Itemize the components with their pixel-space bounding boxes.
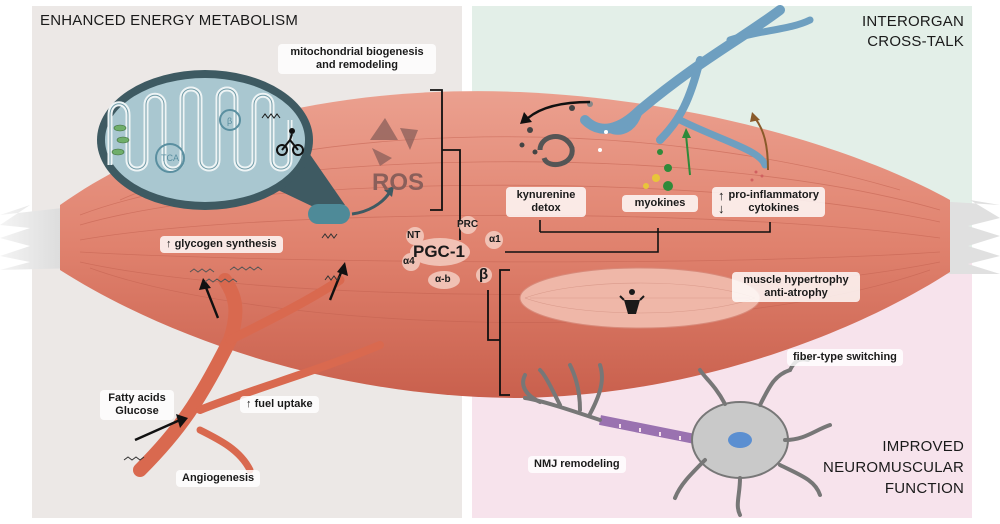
tca-cycle [155, 143, 185, 173]
kynurenine-cycle-arrow [537, 134, 575, 168]
isoform-alpha-b: α-b [435, 274, 451, 285]
fuel-uptake-label: ↑ fuel uptake [240, 396, 319, 413]
mitochondrion-cristae-outline [109, 88, 291, 170]
isoform-alpha1: α1 [489, 234, 501, 245]
beta-oxidation-cycle [219, 109, 241, 131]
up-arrow-icon: ↑ [166, 238, 172, 250]
hypertrophy-label: muscle hypertrophy anti-atrophy [732, 272, 860, 302]
mito-biogenesis-line2: and remodeling [316, 59, 398, 71]
glycogen-chains [189, 266, 263, 283]
pgc-bubbles [402, 216, 503, 289]
exercise-bike-icon [276, 128, 304, 156]
arrow-fuel-uptake-head [176, 414, 188, 428]
isoform-alpha4: α4 [403, 256, 415, 267]
quadrant-title-top-left: ENHANCED ENERGY METABOLISM [40, 12, 299, 29]
arrow-mito-to-ros-head [384, 186, 394, 197]
arrow-fuel-uptake [134, 418, 181, 442]
fiber-type-switching-label: fiber-type switching [787, 349, 903, 366]
ros-label: ROS [372, 169, 424, 196]
bracket-upper [430, 89, 461, 240]
arrow-cytokines [754, 117, 769, 171]
beta-oxidation-label: β [227, 116, 232, 126]
fuel-uptake-text: fuel uptake [254, 398, 313, 410]
mito-membrane-proteins [111, 124, 130, 156]
quadrant-title-bottom-right-line1: IMPROVED [882, 438, 964, 455]
blue-vessel [580, 5, 814, 169]
kynurenine-detox-label: kynurenine detox [506, 187, 586, 217]
quadrant-title-bottom-right-line2: NEUROMUSCULAR [823, 459, 964, 476]
arrow-kynurenine [527, 100, 591, 119]
cytokines-label: ↑↓ pro-inflammatory cytokines [712, 187, 825, 217]
cytokines-line1: pro-inflammatory [728, 189, 819, 201]
mitochondrion-inner [105, 78, 305, 202]
arrow-mito-to-ros [351, 191, 392, 216]
arrow-cytokines-head [750, 112, 760, 122]
angiogenesis-label: Angiogenesis [176, 470, 261, 487]
fatty-acid-chain [261, 113, 281, 119]
kynurenine-text: kynurenine [516, 189, 576, 201]
quadrant-title-top-right: INTERORGAN CROSS-TALK [862, 12, 964, 52]
tca-label: TCA [161, 153, 179, 163]
axon [599, 415, 701, 445]
neuron-dendrites [673, 357, 832, 517]
bracket-lower [487, 269, 510, 396]
isoform-prc: PRC [457, 219, 479, 230]
isoform-nt: NT [407, 230, 421, 241]
red-vessel [133, 273, 384, 477]
hypertrophy-fiber-lines [524, 282, 756, 314]
nmj-remodeling-label: NMJ remodeling [528, 456, 626, 473]
arrow-glycogen-head [199, 278, 211, 290]
fatty-acids-glucose-label: Fatty acids Glucose [100, 390, 174, 420]
weightlifter-icon [619, 289, 645, 314]
hypertrophy-line1: muscle hypertrophy [743, 274, 849, 286]
mito-biogenesis-label: mitochondrial biogenesis and remodeling [278, 44, 436, 74]
myokines-label: myokines [622, 195, 698, 212]
arrow-fatty-acid-up [328, 269, 344, 301]
arrow-glycogen [203, 284, 220, 319]
connector-to-crosstalk [505, 220, 771, 253]
fatty-acids-text: Fatty acids [108, 392, 166, 404]
cytokines-text: pro-inflammatory cytokines [729, 189, 819, 215]
isoform-beta: β [479, 266, 489, 283]
nmj-terminals [521, 363, 604, 422]
glycogen-synthesis-label: ↑ glycogen synthesis [160, 236, 283, 253]
axon-segments [619, 424, 681, 440]
recycle-icon [370, 118, 418, 166]
pgc1-label: PGC-1 [413, 242, 465, 261]
arrow-myokines [685, 134, 691, 176]
up-arrow-icon: ↑ [246, 398, 252, 410]
mito-small [308, 204, 350, 224]
glycogen-synthesis-text: glycogen synthesis [174, 238, 277, 250]
arrow-fatty-acid-up-head [337, 262, 348, 276]
glucose-text: Glucose [115, 405, 159, 417]
detox-text: detox [531, 202, 561, 214]
arrow-myokines-head [682, 128, 691, 138]
up-down-arrow-icon: ↑↓ [718, 188, 725, 216]
arrow-kynurenine-head [520, 112, 532, 124]
quadrant-title-bottom-right: IMPROVED NEUROMUSCULAR FUNCTION [823, 436, 964, 499]
neuron-nucleus [728, 432, 752, 448]
hypertrophy-line2: anti-atrophy [764, 287, 828, 299]
quadrant-title-top-right-line2: CROSS-TALK [867, 33, 964, 50]
quadrant-title-top-right-line1: INTERORGAN [861, 13, 964, 30]
cytokines-line2: cytokines [748, 202, 800, 214]
mito-biogenesis-line1: mitochondrial biogenesis [290, 46, 424, 58]
quadrant-title-bottom-right-line3: FUNCTION [884, 480, 964, 497]
fatty-acid-chains [123, 233, 341, 461]
